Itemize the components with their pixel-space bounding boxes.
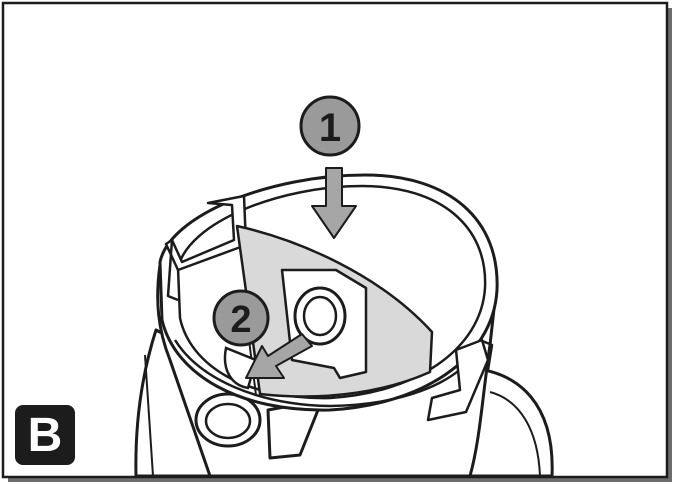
step-2-number: 2: [230, 299, 251, 341]
right-clip: [426, 338, 494, 422]
arrow-step-1: [311, 167, 357, 239]
step-2-badge: 2: [212, 289, 270, 347]
step-1-badge: 1: [299, 95, 361, 157]
rear-left-clip: [164, 194, 248, 302]
inlet-port: [194, 392, 262, 448]
panel-label-badge: B: [15, 405, 75, 465]
arrow-step-2: [245, 333, 313, 379]
panel-label: B: [28, 409, 63, 462]
step-1-number: 1: [319, 106, 341, 150]
